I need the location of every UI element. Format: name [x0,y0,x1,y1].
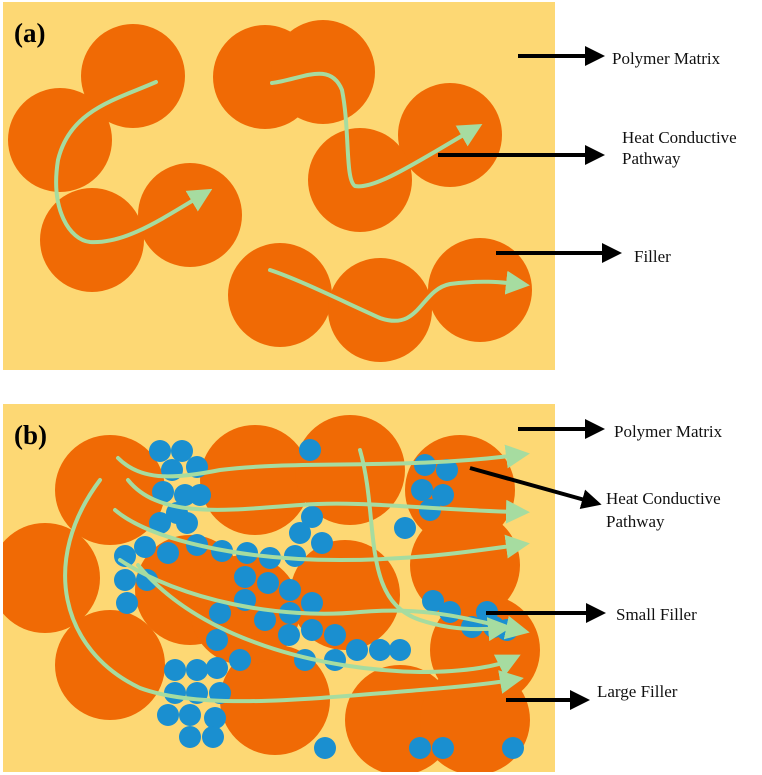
large-filler [55,610,165,720]
small-filler [411,479,433,501]
small-filler [157,542,179,564]
small-filler [149,440,171,462]
panel-a: (a) Polymer Matrix Heat Conductive Pathw… [3,2,737,370]
small-filler [254,609,276,631]
small-filler [152,481,174,503]
small-filler [176,512,198,534]
small-filler [189,484,211,506]
small-filler [202,726,224,748]
heat-pathway [116,444,530,479]
panel-a-filler-label: Filler [634,247,671,266]
small-filler [278,624,300,646]
panel-a-pathways [54,71,530,323]
panel-b: (b) Polymer Matrix Heat Conductive Pathw… [3,404,723,772]
small-filler [432,484,454,506]
panel-a-pathway-label-1: Heat Conductive [622,128,737,147]
small-filler [324,649,346,671]
heat-pathway [270,71,483,189]
large-filler [328,258,432,362]
large-filler [398,83,502,187]
small-filler [369,639,391,661]
small-filler [301,506,323,528]
large-filler [3,523,100,633]
panel-b-pathway-label-1: Heat Conductive [606,489,721,508]
small-filler [439,601,461,623]
small-filler [419,499,441,521]
large-filler [40,188,144,292]
small-filler [289,522,311,544]
large-filler [138,163,242,267]
small-filler [414,454,436,476]
small-filler [149,512,171,534]
small-filler [257,572,279,594]
heat-pathway [358,448,512,642]
small-filler [234,566,256,588]
panel-a-pathway-label-2: Pathway [622,149,681,168]
heat-pathway [54,80,213,245]
panel-a-matrix-label: Polymer Matrix [612,49,721,68]
small-filler [389,639,411,661]
small-filler [206,629,228,651]
small-filler [204,707,226,729]
heat-pathway [136,563,521,677]
panel-a-label: (a) [14,18,45,48]
small-filler [171,440,193,462]
panel-b-pathway-arrow [469,466,602,509]
panel-b-large-filler-label: Large Filler [597,682,678,701]
panel-b-pathways [63,444,530,704]
heat-pathway [118,558,530,640]
small-filler [324,624,346,646]
small-filler [229,649,251,671]
small-filler [432,737,454,759]
panel-b-pathway-label-2: Pathway [606,512,665,531]
large-filler [428,238,532,342]
large-filler [295,415,405,525]
heat-pathway [268,268,530,323]
large-filler [55,435,165,545]
large-filler [200,425,310,535]
small-filler [179,726,201,748]
small-filler [346,639,368,661]
small-filler [301,619,323,641]
small-filler [179,704,201,726]
small-filler [164,659,186,681]
heat-pathway [126,478,530,524]
small-filler [164,682,186,704]
small-filler [314,737,336,759]
heat-pathway [63,478,524,704]
panel-b-small-filler-label: Small Filler [616,605,697,624]
small-filler [301,592,323,614]
small-filler [279,579,301,601]
small-filler [502,737,524,759]
small-filler [394,517,416,539]
large-filler [228,243,332,347]
heat-pathway [113,508,530,563]
small-filler [186,659,208,681]
small-filler [311,532,333,554]
small-filler [422,590,444,612]
small-filler [116,592,138,614]
small-filler [409,737,431,759]
panel-b-matrix-label: Polymer Matrix [614,422,723,441]
small-filler [157,704,179,726]
small-filler [209,682,231,704]
panel-a-fillers [8,20,532,362]
small-filler [114,569,136,591]
large-filler [8,88,112,192]
small-filler [299,439,321,461]
small-filler [206,657,228,679]
small-filler [284,545,306,567]
small-filler [134,536,156,558]
large-filler [308,128,412,232]
small-filler [436,459,458,481]
panel-b-label: (b) [14,420,47,450]
small-filler [209,602,231,624]
